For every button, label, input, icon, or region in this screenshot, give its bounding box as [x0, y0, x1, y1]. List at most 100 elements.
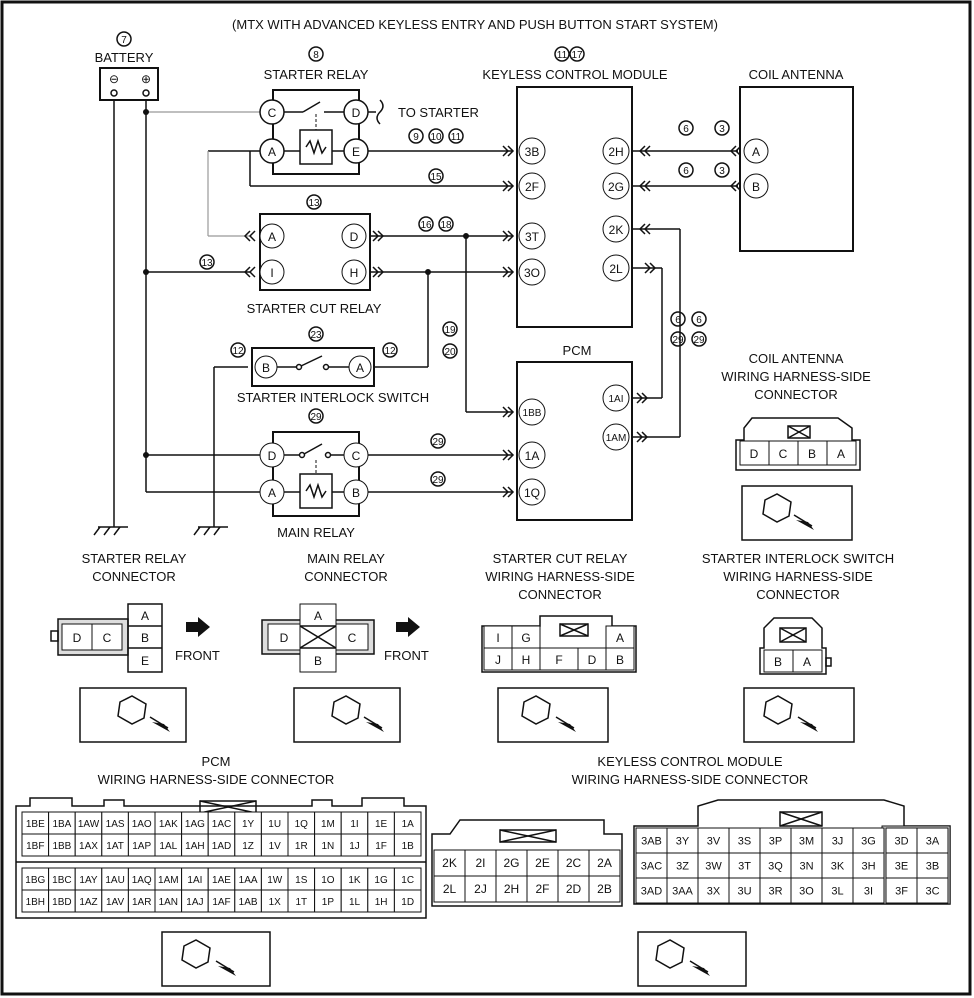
ref-1am-6: 6: [696, 315, 702, 326]
pcm-conn-pin: 1AD: [212, 841, 231, 852]
scr-pin-j: J: [495, 653, 501, 667]
scr-pin-d: D: [588, 653, 597, 667]
kcm-large-pin: 3M: [799, 836, 814, 848]
ref-1am-29: 29: [693, 335, 705, 346]
mr-conn-title-2: CONNECTOR: [304, 569, 388, 584]
pcm-conn-pin: 1AF: [212, 897, 230, 908]
kcm-pin-2k-label: 2K: [609, 223, 624, 237]
wire-ref-sr-e: 9 10 11: [408, 128, 464, 144]
sr-conn-pin-e: E: [141, 654, 149, 668]
kcm-large-pin: 3K: [831, 861, 845, 873]
starter-cut-relay-label: STARTER CUT RELAY: [247, 301, 382, 316]
starter-relay-to-starter: TO STARTER: [398, 105, 479, 120]
mr-conn-title-1: MAIN RELAY: [307, 551, 385, 566]
kcm-pin-3t-label: 3T: [525, 230, 540, 244]
pcm-conn-pin: 1AC: [212, 819, 231, 830]
kcm-large-pin: 3T: [738, 861, 751, 873]
kcm-small-pin: 2G: [503, 856, 519, 870]
kcm-pin-2k: 2K: [602, 215, 630, 243]
ref-1ai-29: 29: [672, 335, 684, 346]
ref-19: 19: [444, 325, 456, 336]
starter-interlock-connector: STARTER INTERLOCK SWITCH WIRING HARNESS-…: [702, 551, 894, 675]
pcm-conn-pin: 1AX: [79, 841, 98, 852]
pcm-conn-pin: 1AI: [187, 875, 202, 886]
coil-antenna-pin-a: A: [752, 145, 760, 159]
pcm-conn-pin: 1BF: [26, 841, 44, 852]
kcm-pin-2g-label: 2G: [608, 180, 624, 194]
kcm-small-pin: 2D: [566, 882, 582, 896]
kcm-large-pin: 3U: [737, 886, 751, 898]
starter-relay-connector: STARTER RELAY CONNECTOR D C A B E FRONT: [50, 551, 220, 673]
sr-conn-title-1: STARTER RELAY: [82, 551, 187, 566]
main-relay-label: MAIN RELAY: [277, 525, 355, 540]
mr-conn-pin-b: B: [314, 654, 322, 668]
starter-interlock-switch: 23 B A STARTER INTERLOCK SWITCH: [237, 326, 429, 405]
kcm-pin-2h-label: 2H: [608, 145, 623, 159]
ref-9: 9: [413, 132, 419, 143]
starter-relay-pin-e: E: [352, 145, 360, 159]
kcm-large-pin: 3V: [707, 836, 721, 848]
starter-relay: 8 STARTER RELAY C D A E TO STARTER: [259, 46, 479, 175]
coil-antenna-connector: COIL ANTENNA WIRING HARNESS-SIDE CONNECT…: [721, 351, 871, 471]
main-relay-connector: MAIN RELAY CONNECTOR A D C B FRONT: [261, 551, 429, 673]
kcm-pin-3o: 3O: [518, 258, 546, 286]
sis-pin-a: A: [803, 655, 811, 669]
kcm-small-pin: 2J: [474, 882, 487, 896]
ref-15: 15: [430, 172, 442, 183]
kcm-large-pin: 3Y: [676, 836, 690, 848]
pcm-conn-title-2: WIRING HARNESS-SIDE CONNECTOR: [98, 772, 335, 787]
cut-relay-pin-i: I: [270, 266, 273, 280]
pcm-conn-pin: 1I: [350, 819, 358, 830]
kcm-large-pin: 3AB: [641, 836, 662, 848]
pcm-conn-pin: 1T: [295, 897, 307, 908]
coil-conn-pin-d: D: [750, 447, 759, 461]
main-relay-pin-b: B: [352, 486, 360, 500]
pcm-conn-pin: 1A: [402, 819, 415, 830]
kcm-large-pin: 3Q: [768, 861, 783, 873]
coil-antenna: COIL ANTENNA A B: [739, 67, 854, 252]
pcm-conn-pin: 1AJ: [186, 897, 203, 908]
kcm-large-pin: 3O: [799, 886, 814, 898]
interlock-pin-b: B: [262, 361, 270, 375]
sr-conn-pin-d: D: [73, 631, 82, 645]
scr-pin-i: I: [496, 631, 499, 645]
coil-conn-pin-c: C: [779, 447, 788, 461]
sis-conn-title-2: WIRING HARNESS-SIDE: [723, 569, 873, 584]
cut-relay-pin-h: H: [350, 266, 359, 280]
plug-icon-sr: [79, 687, 187, 743]
kcm-small-pin: 2K: [442, 856, 457, 870]
plug-icon-mr: [293, 687, 401, 743]
pcm-pin-1ai: 1AI: [608, 394, 623, 405]
kcm-large-pin: 3D: [894, 836, 908, 848]
kcm-pin-3t: 3T: [518, 222, 546, 250]
kcm-conn-title-2: WIRING HARNESS-SIDE CONNECTOR: [572, 772, 809, 787]
pcm-conn-pin: 1AP: [132, 841, 151, 852]
pcm-conn-pin: 1H: [375, 897, 388, 908]
ref-29-main-c: 29: [432, 437, 444, 448]
pcm-conn-pin: 1AE: [212, 875, 231, 886]
kcm-large-pin: 3A: [926, 836, 940, 848]
ref-ant-b-6: 6: [683, 166, 689, 177]
pcm-pin-1q: 1Q: [524, 486, 540, 500]
cut-relay-pin-d: D: [350, 230, 359, 244]
sr-conn-pin-b: B: [141, 631, 149, 645]
pcm-conn-pin: 1BG: [25, 875, 45, 886]
kcm-small-pin: 2B: [597, 882, 612, 896]
kcm-pin-3b-label: 3B: [525, 145, 540, 159]
pcm-conn-pin: 1BC: [52, 875, 71, 886]
pcm-conn-pin: 1J: [349, 841, 360, 852]
ref-18: 18: [440, 220, 452, 231]
mr-conn-pin-a: A: [314, 609, 322, 623]
ref-10: 10: [430, 132, 442, 143]
scr-conn-title-2: WIRING HARNESS-SIDE: [485, 569, 635, 584]
pcm-conn-pin: 1D: [401, 897, 414, 908]
kcm-large-pin: 3J: [832, 836, 844, 848]
keyless-connector: KEYLESS CONTROL MODULE WIRING HARNESS-SI…: [431, 754, 951, 907]
pcm-conn-pin: 1L: [349, 897, 361, 908]
pcm-conn-pin: 1BA: [52, 819, 71, 830]
